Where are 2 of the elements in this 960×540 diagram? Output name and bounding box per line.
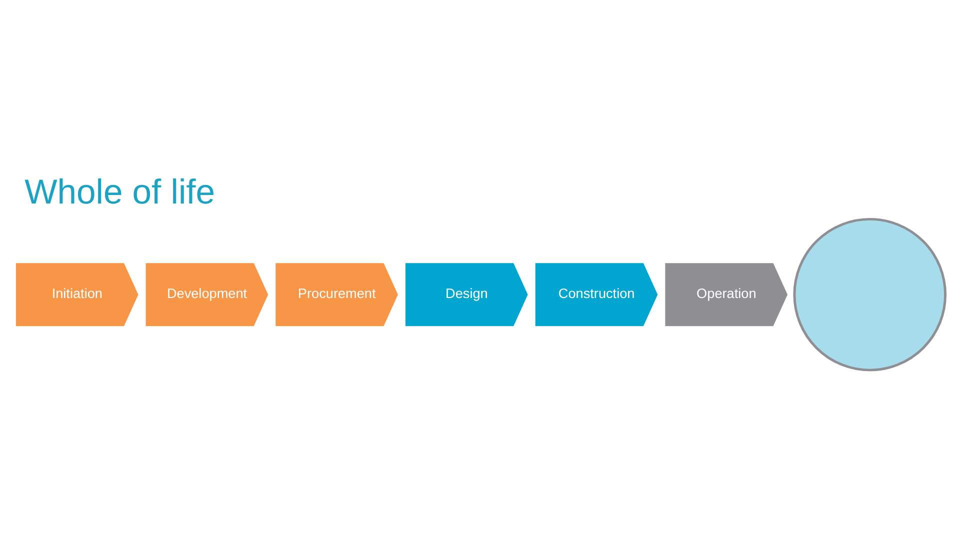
diagram-title: Whole of life	[24, 173, 216, 212]
node-circle	[793, 217, 947, 371]
